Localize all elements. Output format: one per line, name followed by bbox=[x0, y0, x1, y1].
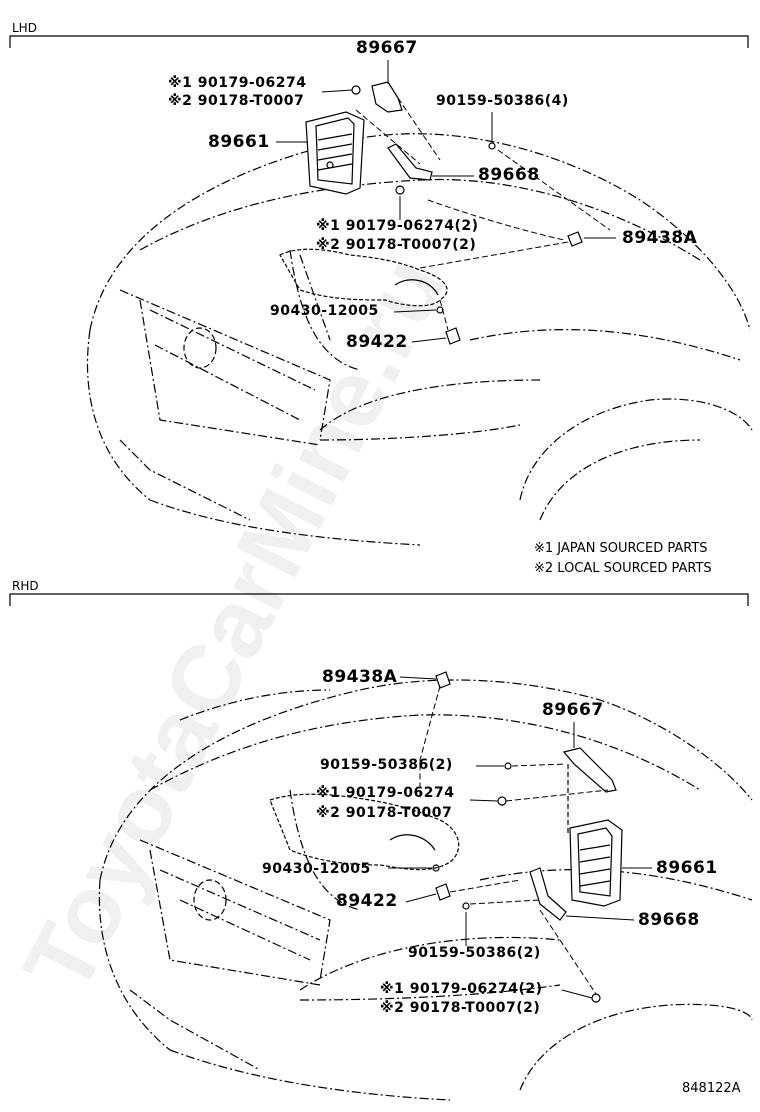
rhd-dashed-links bbox=[419, 685, 609, 995]
rhd-bracket-89668 bbox=[529, 867, 567, 921]
rhd-label-mid-local: ※2 90178-T0007 bbox=[316, 805, 453, 821]
lhd-label-top-local: ※2 90178-T0007 bbox=[168, 93, 305, 109]
rhd-engine-block bbox=[269, 793, 460, 871]
lhd-sensor-89422 bbox=[445, 327, 461, 345]
lhd-ecu-89661 bbox=[305, 111, 365, 195]
lhd-label-mid-japan: ※1 90179-06274(2) bbox=[316, 218, 479, 234]
note-japan-sourced: ※1 JAPAN SOURCED PARTS bbox=[534, 541, 708, 556]
lhd-label-top-japan: ※1 90179-06274 bbox=[168, 75, 307, 91]
lhd-nut-90430 bbox=[436, 306, 444, 314]
rhd-ecu-89661 bbox=[569, 819, 623, 907]
rhd-nut-90430 bbox=[432, 864, 440, 872]
rhd-nut-bot bbox=[591, 993, 601, 1003]
lhd-nut-mid bbox=[395, 185, 405, 195]
lhd-bolt-90159 bbox=[488, 142, 496, 150]
rhd-sensor-89438a bbox=[435, 671, 451, 689]
lhd-section-bracket bbox=[9, 35, 749, 48]
lhd-label-90159: 90159-50386(4) bbox=[436, 93, 569, 109]
rhd-label-90159-lower: 90159-50386(2) bbox=[408, 945, 541, 961]
lhd-car-outline bbox=[87, 133, 753, 546]
lhd-label-89668: 89668 bbox=[478, 165, 540, 185]
rhd-label-89667: 89667 bbox=[542, 700, 604, 720]
section-title-lhd: LHD bbox=[12, 21, 37, 35]
rhd-leader-lines bbox=[388, 676, 652, 999]
rhd-label-90159-upper: 90159-50386(2) bbox=[320, 757, 453, 773]
lhd-label-mid-local: ※2 90178-T0007(2) bbox=[316, 237, 477, 253]
lhd-label-89661: 89661 bbox=[208, 132, 270, 152]
rhd-label-89438a: 89438A bbox=[322, 667, 398, 687]
lhd-bracket-89667 bbox=[371, 81, 403, 113]
lhd-bracket-89668 bbox=[387, 143, 433, 181]
lhd-label-89667: 89667 bbox=[356, 38, 418, 58]
rhd-car-outline bbox=[98, 679, 753, 1101]
rhd-nut-mid bbox=[497, 796, 507, 806]
rhd-emblem bbox=[193, 879, 227, 921]
note-local-sourced: ※2 LOCAL SOURCED PARTS bbox=[534, 561, 712, 576]
lhd-label-90430: 90430-12005 bbox=[270, 303, 379, 319]
rhd-sensor-89422 bbox=[435, 883, 451, 901]
lhd-nut-top bbox=[351, 85, 361, 95]
rhd-bolt-90159b bbox=[462, 902, 470, 910]
rhd-label-89422: 89422 bbox=[336, 891, 398, 911]
rhd-label-89668: 89668 bbox=[638, 910, 700, 930]
lhd-emblem bbox=[183, 327, 217, 369]
rhd-bracket-89667 bbox=[562, 747, 617, 793]
section-title-rhd: RHD bbox=[12, 579, 39, 593]
rhd-bolt-90159a bbox=[504, 762, 512, 770]
lhd-label-89422: 89422 bbox=[346, 332, 408, 352]
rhd-label-89661: 89661 bbox=[656, 858, 718, 878]
lhd-dashed-links bbox=[355, 97, 611, 331]
lhd-engine-block bbox=[279, 248, 448, 307]
rhd-label-mid-japan: ※1 90179-06274 bbox=[316, 785, 455, 801]
rhd-section-bracket bbox=[9, 593, 749, 606]
lhd-label-89438a: 89438A bbox=[622, 228, 698, 248]
figure-id: 848122A bbox=[682, 1081, 741, 1096]
rhd-label-bot-local: ※2 90178-T0007(2) bbox=[380, 1000, 541, 1016]
rhd-label-90430: 90430-12005 bbox=[262, 861, 371, 877]
lhd-sensor-89438a bbox=[567, 231, 583, 247]
lhd-leader-lines bbox=[276, 60, 616, 343]
rhd-label-bot-japan: ※1 90179-06274(2) bbox=[380, 981, 543, 997]
